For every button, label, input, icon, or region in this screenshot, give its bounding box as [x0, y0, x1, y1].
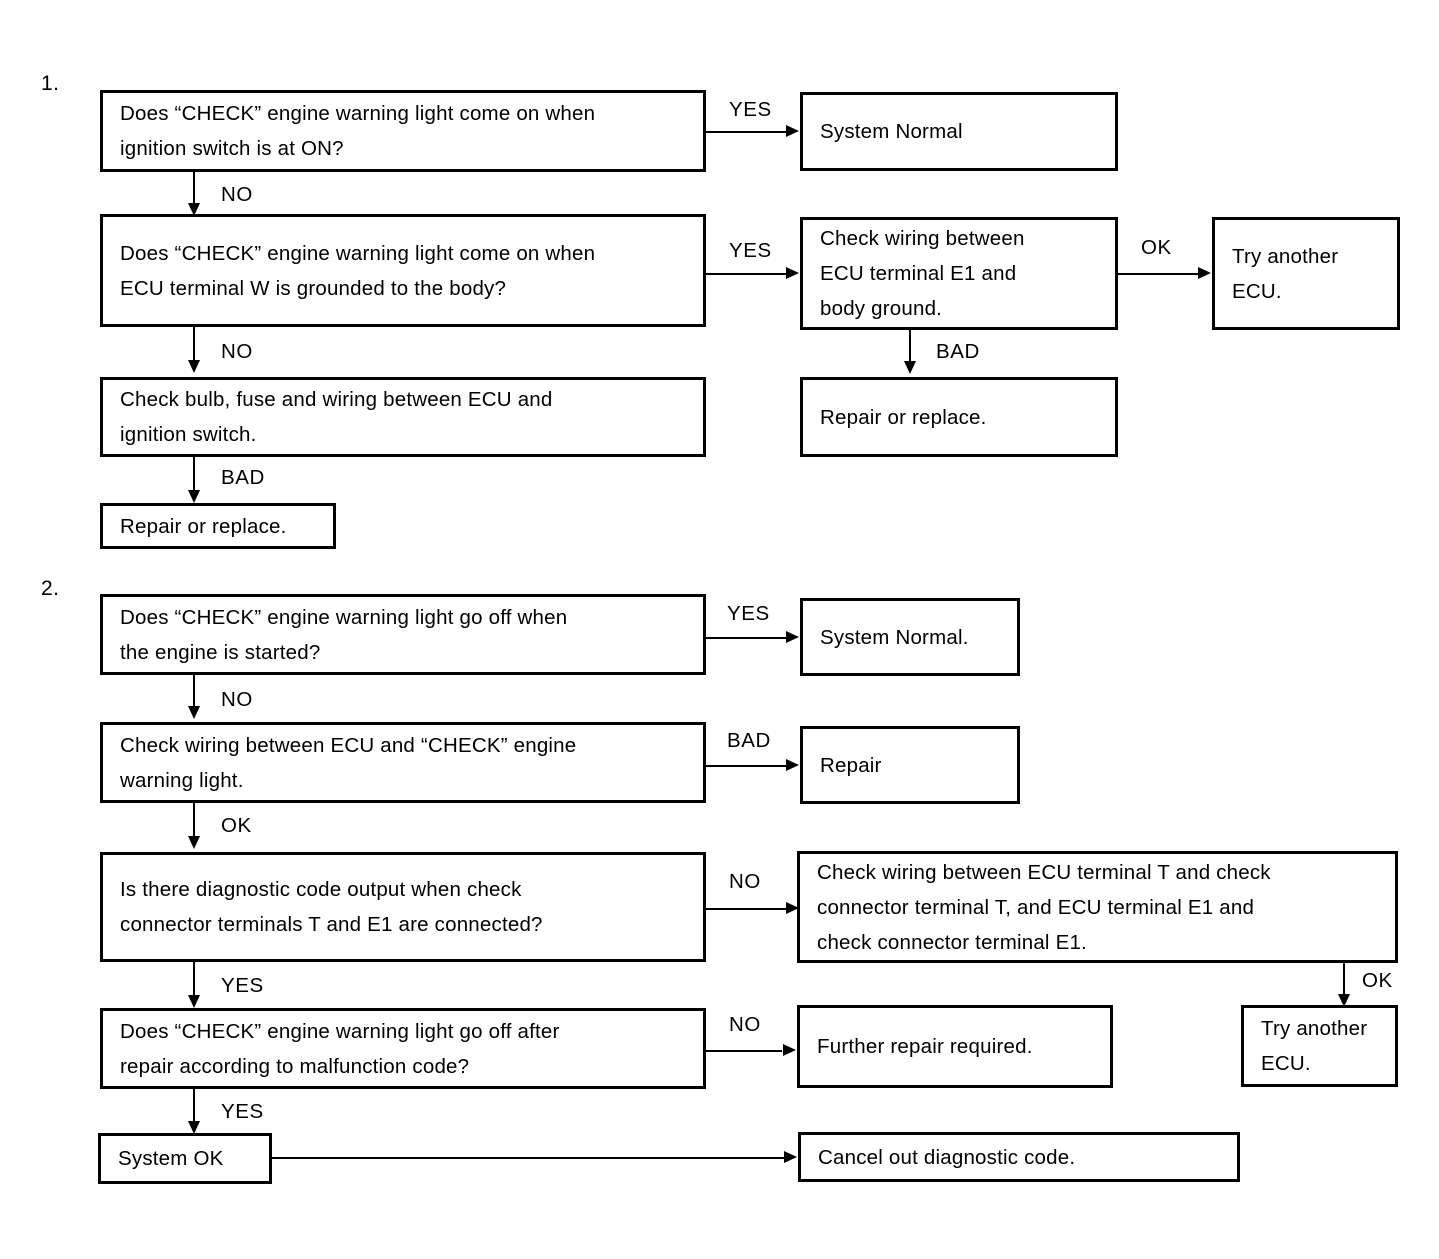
edge-s1-ok-line: [1118, 273, 1198, 275]
node-text: Repair: [820, 753, 882, 777]
edge-label-s1-ok: OK: [1141, 236, 1172, 259]
edge-s1-yes-arrowhead-2: [786, 267, 799, 279]
node-text: Try another ECU.: [1261, 1017, 1368, 1075]
edge-s2-yes-arrowhead-2: [188, 995, 200, 1008]
node-s2-cancel-out-diagnostic-code: Cancel out diagnostic code.: [798, 1132, 1240, 1182]
edge-s2-ok-line-1: [193, 803, 195, 839]
edge-s2-no-line-2: [706, 908, 786, 910]
node-s2-try-another-ecu: Try another ECU.: [1241, 1005, 1398, 1087]
edge-s2-bad-line: [706, 765, 786, 767]
node-s2-system-normal: System Normal.: [800, 598, 1020, 676]
edge-s2-yes-line-3: [193, 1089, 195, 1124]
node-text: Check wiring between ECU terminal E1 and…: [820, 227, 1025, 320]
node-text: System Normal: [820, 120, 963, 143]
node-text: Repair or replace.: [820, 405, 987, 429]
edge-s2-bad-arrowhead: [786, 759, 799, 771]
node-s1-check-light-ignition-on: Does “CHECK” engine warning light come o…: [100, 90, 706, 172]
edge-s1-bad-arrowhead-left: [188, 490, 200, 503]
edge-label-s2-yes-1: YES: [727, 602, 770, 625]
edge-label-s2-yes-2: YES: [221, 974, 264, 997]
node-text: System Normal.: [820, 625, 969, 649]
node-s1-try-another-ecu: Try another ECU.: [1212, 217, 1400, 330]
node-s2-check-wiring-terminal-t-e1: Check wiring between ECU terminal T and …: [797, 851, 1398, 963]
edge-label-s1-yes-2: YES: [729, 239, 772, 262]
edge-s1-no-line-2: [193, 327, 195, 363]
node-s1-check-bulb-fuse-wiring: Check bulb, fuse and wiring between ECU …: [100, 377, 706, 457]
node-text: System OK: [118, 1147, 224, 1170]
edge-label-s2-no-3: NO: [729, 1013, 761, 1036]
edge-s2-yes-arrowhead-1: [786, 631, 799, 643]
node-s1-check-light-terminal-w: Does “CHECK” engine warning light come o…: [100, 214, 706, 327]
edge-s1-yes-line-2: [706, 273, 786, 275]
node-s1-repair-or-replace-right: Repair or replace.: [800, 377, 1118, 457]
node-text: Further repair required.: [817, 1035, 1033, 1058]
node-s2-system-ok: System OK: [98, 1133, 272, 1184]
node-s1-check-wiring-e1-body-ground: Check wiring between ECU terminal E1 and…: [800, 217, 1118, 330]
edge-s2-no-line-1: [193, 675, 195, 709]
edge-s2-no-arrowhead-1: [188, 706, 200, 719]
edge-s2-yes-line-1: [706, 637, 786, 639]
node-text: Does “CHECK” engine warning light go off…: [120, 605, 568, 664]
node-text: Does “CHECK” engine warning light come o…: [120, 102, 596, 160]
section-1-number: 1.: [41, 72, 60, 95]
edge-label-s2-no-2: NO: [729, 870, 761, 893]
edge-s2-no-arrowhead-3: [783, 1044, 796, 1056]
edge-label-s2-no-1: NO: [221, 688, 253, 711]
edge-s2-systemok-line: [272, 1157, 784, 1159]
edge-label-s2-ok-1: OK: [221, 814, 252, 837]
edge-s1-bad-line-right: [909, 330, 911, 364]
node-s1-repair-or-replace-left: Repair or replace.: [100, 503, 336, 549]
edge-label-s1-bad-left: BAD: [221, 466, 265, 489]
node-s1-system-normal: System Normal: [800, 92, 1118, 171]
edge-s1-yes-arrowhead: [786, 125, 799, 137]
node-text: Is there diagnostic code output when che…: [120, 878, 543, 936]
edge-s2-yes-line-2: [193, 962, 195, 998]
section-2-number: 2.: [41, 577, 60, 600]
edge-s1-ok-arrowhead: [1198, 267, 1211, 279]
edge-s2-systemok-arrowhead: [784, 1151, 797, 1163]
edge-s2-no-arrowhead-2: [786, 902, 799, 914]
edge-label-s1-bad-right: BAD: [936, 340, 980, 363]
edge-label-s2-ok-2: OK: [1362, 969, 1393, 992]
edge-s1-bad-line-left: [193, 457, 195, 493]
node-s2-check-light-go-off-engine-started: Does “CHECK” engine warning light go off…: [100, 594, 706, 675]
edge-s2-yes-arrowhead-3: [188, 1121, 200, 1134]
node-text: Repair or replace.: [120, 514, 287, 538]
node-s2-check-wiring-ecu-warning-light: Check wiring between ECU and “CHECK” eng…: [100, 722, 706, 803]
edge-label-s1-yes-1: YES: [729, 98, 772, 121]
node-s2-light-go-off-after-repair: Does “CHECK” engine warning light go off…: [100, 1008, 706, 1089]
edge-s1-no-arrowhead-2: [188, 360, 200, 373]
edge-s1-bad-arrowhead-right: [904, 361, 916, 374]
edge-s2-ok-arrowhead-2: [1338, 994, 1350, 1007]
edge-s1-no-arrowhead-1: [188, 203, 200, 216]
edge-s2-ok-arrowhead-1: [188, 836, 200, 849]
edge-label-s2-bad: BAD: [727, 729, 771, 752]
edge-s2-ok-line-2: [1343, 963, 1345, 997]
node-text: Does “CHECK” engine warning light go off…: [120, 1019, 560, 1078]
node-s2-diagnostic-code-output: Is there diagnostic code output when che…: [100, 852, 706, 962]
node-s2-further-repair-required: Further repair required.: [797, 1005, 1113, 1088]
node-text: Check bulb, fuse and wiring between ECU …: [120, 388, 553, 446]
edge-label-s1-no-1: NO: [221, 183, 253, 206]
node-text: Check wiring between ECU and “CHECK” eng…: [120, 733, 577, 792]
node-text: Cancel out diagnostic code.: [818, 1145, 1076, 1169]
node-text: Does “CHECK” engine warning light come o…: [120, 241, 596, 300]
edge-label-s2-yes-3: YES: [221, 1100, 264, 1123]
edge-s2-no-line-3: [706, 1050, 782, 1052]
node-text: Try another ECU.: [1232, 244, 1339, 303]
edge-label-s1-no-2: NO: [221, 340, 253, 363]
edge-s1-yes-line: [706, 131, 786, 133]
node-s2-repair: Repair: [800, 726, 1020, 804]
node-text: Check wiring between ECU terminal T and …: [817, 860, 1271, 954]
edge-s1-no-line-1: [193, 172, 195, 206]
